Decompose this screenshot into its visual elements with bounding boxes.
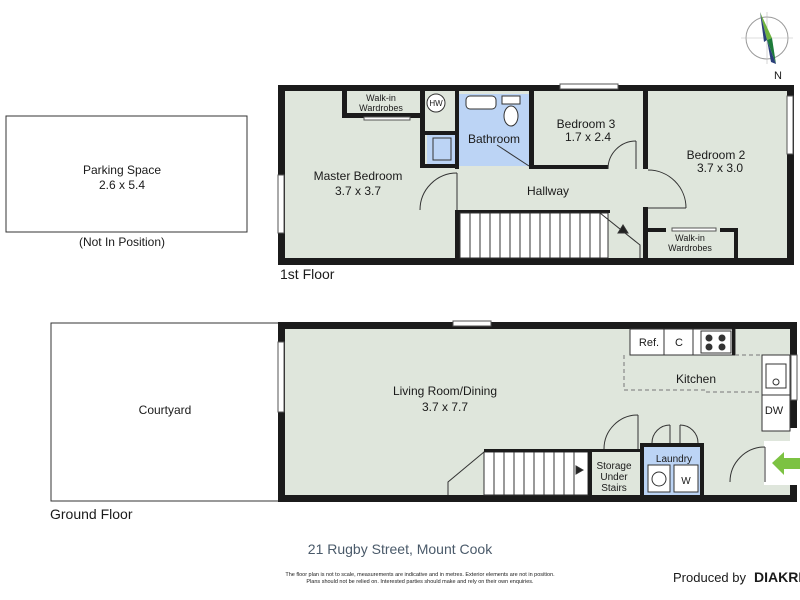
bedroom2-label: Bedroom 2 [687,148,746,162]
laundry-label: Laundry [656,454,692,465]
shower-icon [432,137,452,161]
stairs-first-floor [459,212,641,259]
hot-water-icon [426,93,446,113]
laundry-tub-icon [647,464,671,493]
stairs-ground-floor [447,451,589,496]
hw-label: HW [429,99,443,108]
bedroom3-dims: 1.7 x 2.4 [565,130,611,144]
walkin-bottom-line1: Walk-in [675,233,705,243]
living-room-label: Living Room/Dining [393,384,497,398]
cooktop-icon [700,330,732,354]
parking-title: Parking Space [83,163,161,177]
master-bedroom-label: Master Bedroom [314,169,403,183]
kitchen-label: Kitchen [676,372,716,386]
brand-logo: DIAKRI [754,569,800,585]
first-floor-label: 1st Floor [280,266,335,282]
living-room-dims: 3.7 x 7.7 [422,400,468,414]
parking-dims: 2.6 x 5.4 [99,178,145,192]
ground-floor-plan: Courtyard [50,320,800,522]
disclaimer-line1: The floor plan is not to scale, measurem… [285,572,555,578]
washing-machine-icon [673,464,699,493]
disclaimer-line2: Plans should not be relied on. Intereste… [306,579,534,585]
dishwasher-label: DW [765,405,784,417]
compass-icon: N [741,12,793,82]
bedroom3-label: Bedroom 3 [557,117,616,131]
walkin-top-line2: Wardrobes [359,103,403,113]
storage-line3: Stairs [601,483,627,494]
vanity-basin-icon [465,95,497,110]
produced-by-label: Produced by [673,570,746,585]
kitchen-sink-icon [765,363,787,389]
washer-label: W [681,476,691,487]
first-floor-plan: HW Walk-in Wardrobes Bathroom Master Bed… [277,83,794,282]
bedroom2-dims: 3.7 x 3.0 [697,161,743,175]
cupboard-label: C [675,337,683,349]
parking-space: Parking Space 2.6 x 5.4 (Not In Position… [5,115,248,249]
courtyard-label: Courtyard [139,403,192,417]
compass-label: N [774,70,782,82]
parking-note: (Not In Position) [79,235,165,249]
entry-arrow-icon [772,452,800,475]
master-bedroom-dims: 3.7 x 3.7 [335,184,381,198]
fridge-label: Ref. [639,337,659,349]
walkin-bottom-line2: Wardrobes [668,243,712,253]
address-label: 21 Rugby Street, Mount Cook [308,541,493,557]
ground-floor-label: Ground Floor [50,506,133,522]
bathroom-label: Bathroom [468,132,520,146]
walkin-top-line1: Walk-in [366,93,396,103]
storage-line2: Under [600,472,628,483]
hallway-label: Hallway [527,184,569,198]
toilet-icon [501,95,521,105]
storage-line1: Storage [596,461,631,472]
courtyard-area [50,322,280,502]
